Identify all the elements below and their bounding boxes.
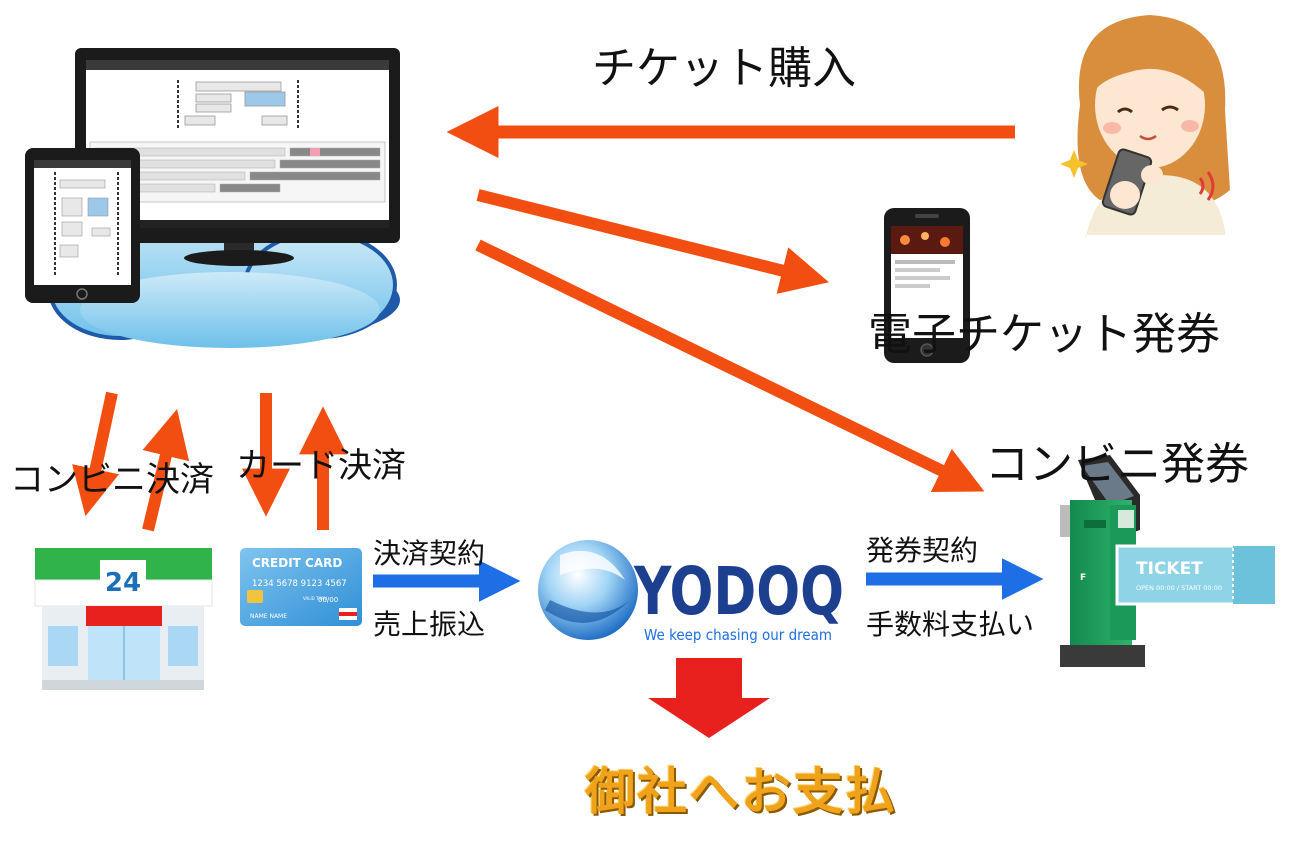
cloud-system xyxy=(25,48,400,348)
label-fee-payment: 手数料支払い xyxy=(866,608,1035,641)
arrow-konbini-down xyxy=(72,391,120,517)
logo-tagline: We keep chasing our dream xyxy=(644,626,832,644)
credit-card-icon: CREDIT CARD 1234 5678 9123 4567 VALID TH… xyxy=(240,548,362,626)
arrow-to-konbini-issue xyxy=(475,239,985,493)
flow-arrows xyxy=(72,106,1044,738)
arrow-konbini-up xyxy=(142,408,190,532)
store-number: 24 xyxy=(105,568,141,598)
label-payment-contract: 決済契約 xyxy=(373,537,486,570)
svg-text:F: F xyxy=(1080,573,1086,583)
arrow-to-eticket xyxy=(476,189,829,294)
label-sales-transfer: 売上振込 xyxy=(373,608,486,641)
yodoq-logo: YODOQ We keep chasing our dream xyxy=(538,540,844,644)
card-valid: 00/00 xyxy=(318,596,338,604)
sparkle-icon xyxy=(1060,150,1088,178)
arrow-down-payment xyxy=(648,658,770,738)
ticket-title: TICKET xyxy=(1136,559,1203,579)
label-card-payment: カード決済 xyxy=(236,446,406,486)
card-valid-label: VALID THRU xyxy=(303,596,327,601)
customer-illustration xyxy=(1060,15,1230,240)
card-number: 1234 5678 9123 4567 xyxy=(252,579,347,589)
card-title: CREDIT CARD xyxy=(252,556,342,570)
tablet-icon xyxy=(25,148,140,303)
ticket-kiosk-icon: F xyxy=(1060,455,1145,667)
logo-name: YODOQ xyxy=(633,553,844,630)
card-holder-name: NAME NAME xyxy=(250,613,287,620)
convenience-store-icon: 24 xyxy=(34,548,213,690)
label-issue-contract: 発券契約 xyxy=(866,534,979,567)
label-e-ticket: 電子チケット発券 xyxy=(868,309,1220,360)
ticket-line: OPEN 00:00 / START 00:00 xyxy=(1136,584,1222,592)
ticket-icon: TICKET OPEN 00:00 / START 00:00 xyxy=(1115,544,1277,606)
label-konbini-payment: コンビニ決済 xyxy=(10,460,214,500)
smartphone-icon xyxy=(884,208,970,363)
label-pay-to-client: 御社へお支払 xyxy=(585,763,897,821)
label-konbini-issue: コンビニ発券 xyxy=(985,439,1249,490)
label-ticket-purchase: チケット購入 xyxy=(592,43,856,94)
